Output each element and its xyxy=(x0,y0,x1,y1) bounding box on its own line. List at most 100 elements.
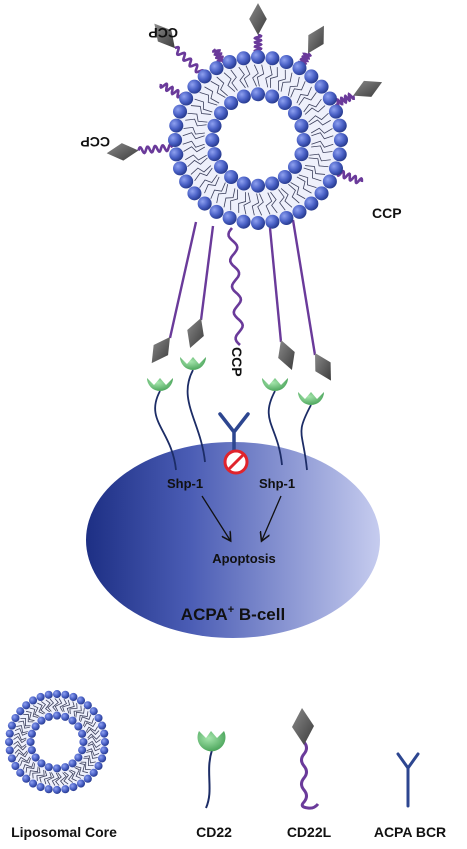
lipid-tail xyxy=(55,772,62,786)
lipid-tail xyxy=(59,772,67,786)
lipid-tail xyxy=(23,714,34,723)
legend-cd22l-icon xyxy=(292,708,320,810)
lipid-head xyxy=(294,147,309,162)
lipid-tail xyxy=(13,732,27,741)
lipid-head xyxy=(296,132,311,148)
cd22l-linker xyxy=(168,221,198,339)
lipid-head xyxy=(250,87,266,102)
lipid-head xyxy=(287,106,303,121)
legend-label-acpa-bcr: ACPA BCR xyxy=(374,824,446,840)
lipid-head xyxy=(236,214,251,229)
lipid-tail xyxy=(311,145,333,154)
lipid-head xyxy=(328,161,343,176)
cd22-stem xyxy=(267,390,283,466)
lipid-head xyxy=(169,147,184,162)
lipid-head xyxy=(52,690,62,699)
lipid-tail xyxy=(69,703,78,715)
lipid-head xyxy=(222,210,237,225)
lipid-tail xyxy=(257,193,264,216)
lipid-tail xyxy=(185,154,207,161)
cd22l-linker xyxy=(291,219,317,356)
lipid-head xyxy=(187,79,202,94)
ligand-diamond xyxy=(154,23,175,49)
lipid-tail xyxy=(74,767,82,779)
lipid-head xyxy=(68,716,77,725)
lipid-tail xyxy=(287,76,300,96)
lipid-tail xyxy=(216,184,229,204)
lipid-tail xyxy=(280,72,293,92)
lipid-tail xyxy=(298,92,317,106)
lipid-tail xyxy=(87,733,101,740)
lipid-tail xyxy=(308,157,329,168)
cd22-receptor xyxy=(180,357,206,370)
lipid-tail xyxy=(22,761,34,770)
lipid-tail xyxy=(85,726,99,732)
ligand-diamond xyxy=(315,353,331,381)
lipid-head xyxy=(236,176,251,191)
lipid-head xyxy=(4,737,14,747)
lipid-head xyxy=(61,763,70,772)
lipid-head xyxy=(169,118,184,133)
lipid-head xyxy=(97,721,107,730)
lipid-head xyxy=(94,713,103,723)
legend-liposome-icon xyxy=(4,690,109,794)
lipid-head xyxy=(5,746,14,755)
ccp-linker xyxy=(336,169,364,185)
lipid-tail xyxy=(265,65,273,88)
lipid-head xyxy=(5,729,14,738)
cd22-stem xyxy=(154,390,177,471)
ligand-diamond xyxy=(187,318,204,348)
lipid-tail xyxy=(87,740,101,748)
lipid-head xyxy=(69,782,78,792)
lipid-tail xyxy=(270,67,278,88)
lipid-tail xyxy=(303,98,322,113)
lipid-head xyxy=(213,159,229,174)
lipid-head xyxy=(207,118,222,133)
lipid-tail xyxy=(80,761,91,770)
lipid-head xyxy=(333,132,349,148)
lipid-tail xyxy=(311,140,334,148)
lipid-tail xyxy=(309,119,331,126)
lipid-head xyxy=(36,782,45,792)
lipid-head xyxy=(7,721,17,730)
lipid-head xyxy=(277,95,292,111)
lipid-tail xyxy=(223,72,236,92)
lipid-tail xyxy=(290,182,306,200)
lipid-head xyxy=(69,692,78,702)
lipid-head xyxy=(44,763,53,772)
lipid-tail xyxy=(29,766,39,776)
lipid-head xyxy=(279,55,294,70)
lipid-tail xyxy=(230,69,238,91)
lipid-head xyxy=(52,785,62,794)
lipid-head xyxy=(78,746,87,755)
lipid-head xyxy=(213,106,229,121)
lipid-tail xyxy=(83,721,97,728)
lipid-head xyxy=(224,95,239,111)
lipid-head xyxy=(100,729,109,738)
lipid-head xyxy=(265,89,280,104)
cd22l-linker xyxy=(199,225,215,321)
lipid-tail xyxy=(18,720,30,729)
lipid-tail xyxy=(51,772,60,786)
lipid-head xyxy=(11,761,20,771)
lipid-tail xyxy=(13,744,27,751)
lipid-head xyxy=(31,722,40,731)
lipid-head xyxy=(314,79,329,94)
lipid-tail xyxy=(46,772,55,786)
lipid-head xyxy=(250,215,266,230)
lipid-tail xyxy=(296,86,312,104)
lipid-tail xyxy=(16,725,28,734)
lipid-tail xyxy=(309,153,331,162)
lipid-tail xyxy=(185,118,207,127)
lipid-head xyxy=(100,737,109,747)
lipid-head xyxy=(89,768,98,777)
cd22-receptor xyxy=(147,378,173,391)
legend-label-liposomal-core: Liposomal Core xyxy=(11,824,117,840)
ccp-linker xyxy=(159,82,186,99)
lipid-tail xyxy=(14,728,28,736)
lipid-head xyxy=(28,696,38,705)
lipid-head xyxy=(236,51,251,66)
ligand-diamond xyxy=(249,3,267,35)
lipid-tail xyxy=(270,191,278,214)
